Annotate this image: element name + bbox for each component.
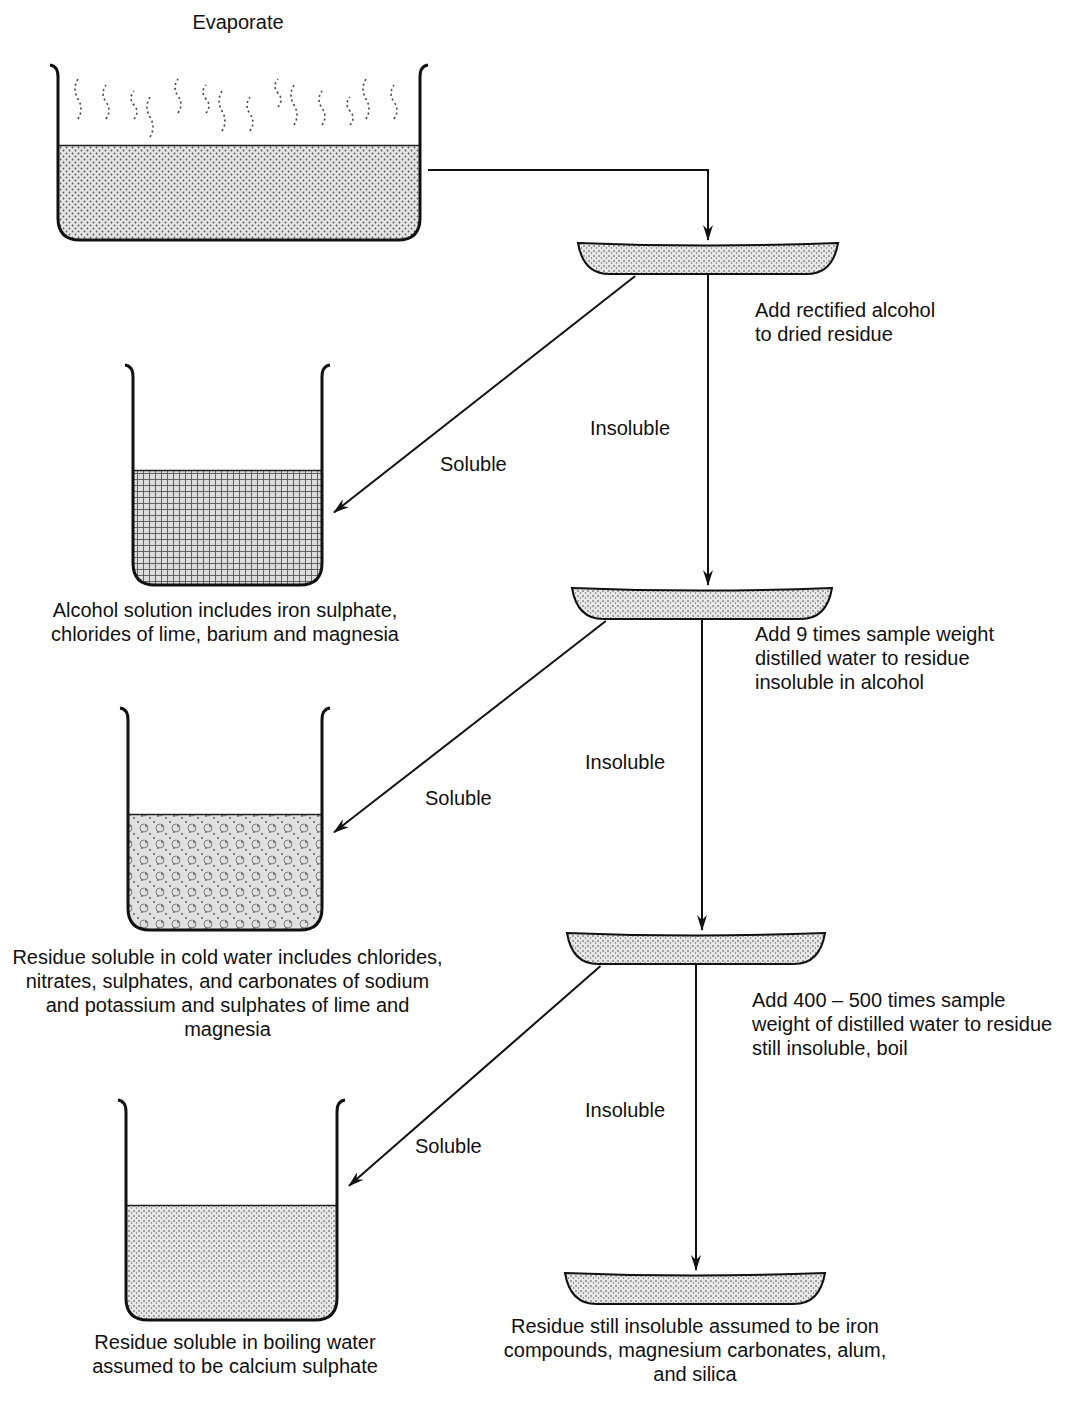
dish-outline bbox=[567, 930, 825, 964]
dish-outline bbox=[565, 1270, 825, 1304]
flow-arrow bbox=[428, 170, 708, 240]
vapour-wisp bbox=[203, 85, 209, 113]
vapour-wisp bbox=[319, 91, 325, 125]
liquid-surface bbox=[128, 814, 322, 816]
liquid-surface bbox=[58, 145, 420, 147]
result-caption: Residue soluble in cold water includes c… bbox=[10, 945, 445, 1041]
vapour-wisp bbox=[175, 79, 181, 113]
edge-label: Soluble bbox=[425, 786, 492, 810]
vapour-wisp bbox=[219, 91, 225, 131]
step-instruction: Add rectified alcohol to dried residue bbox=[755, 298, 945, 346]
dish-outline bbox=[572, 585, 832, 619]
vapour-wisp bbox=[275, 79, 281, 107]
dish-body bbox=[572, 588, 832, 619]
flow-arrow bbox=[707, 274, 709, 585]
evaporating-beaker: Evaporate bbox=[50, 65, 428, 240]
solution-beaker: Alcohol solution includes iron sulphate,… bbox=[125, 365, 330, 585]
vapour-wisp bbox=[391, 85, 397, 119]
edge-label: Insoluble bbox=[585, 1098, 665, 1122]
vapour-wisp bbox=[363, 79, 369, 119]
beaker-wall bbox=[118, 1100, 345, 1320]
beaker-outline bbox=[120, 708, 330, 930]
edge-label: Soluble bbox=[440, 452, 507, 476]
liquid-fill bbox=[133, 471, 322, 585]
flow-arrow bbox=[695, 964, 697, 1270]
dish-body bbox=[578, 243, 838, 274]
step-instruction: Residue still insoluble assumed to be ir… bbox=[500, 1314, 890, 1386]
vapour-wisp bbox=[103, 85, 109, 119]
beaker-wall bbox=[50, 65, 428, 240]
liquid-fill bbox=[126, 1206, 337, 1320]
edge-label: Insoluble bbox=[585, 750, 665, 774]
residue-dish: Residue still insoluble assumed to be ir… bbox=[565, 1270, 825, 1304]
liquid-fill bbox=[58, 146, 420, 241]
vapour-wisp bbox=[75, 79, 81, 119]
flow-arrow bbox=[701, 619, 703, 930]
vapour-wisp bbox=[131, 91, 137, 119]
edge-label: Insoluble bbox=[590, 416, 670, 440]
flow-arrow bbox=[334, 276, 635, 512]
dish-outline bbox=[578, 240, 838, 274]
dish-body bbox=[565, 1273, 825, 1304]
step-instruction: Add 400 – 500 times sample weight of dis… bbox=[752, 988, 1057, 1060]
beaker-outline bbox=[50, 65, 428, 240]
residue-dish: Add 9 times sample weight distilled wate… bbox=[572, 585, 832, 619]
vapour-wisp bbox=[291, 85, 297, 125]
beaker-wall bbox=[125, 365, 330, 585]
liquid-surface bbox=[133, 470, 322, 472]
liquid-fill bbox=[128, 815, 322, 930]
result-caption: Alcohol solution includes iron sulphate,… bbox=[40, 598, 410, 646]
result-caption: Residue soluble in boiling water assumed… bbox=[55, 1330, 415, 1378]
residue-dish: Add 400 – 500 times sample weight of dis… bbox=[567, 930, 825, 964]
beaker-outline bbox=[118, 1100, 345, 1320]
step-instruction: Add 9 times sample weight distilled wate… bbox=[755, 622, 1050, 694]
dish-body bbox=[567, 933, 825, 964]
step-heading: Evaporate bbox=[88, 10, 388, 34]
flow-arrow bbox=[334, 621, 606, 832]
residue-dish: Add rectified alcohol to dried residue bbox=[578, 240, 838, 274]
beaker-wall bbox=[120, 708, 330, 930]
edge-label: Soluble bbox=[415, 1134, 482, 1158]
vapour-wisp bbox=[147, 97, 153, 137]
beaker-outline bbox=[125, 365, 330, 585]
solution-beaker: Residue soluble in cold water includes c… bbox=[120, 708, 330, 930]
solution-beaker: Residue soluble in boiling water assumed… bbox=[118, 1100, 345, 1320]
vapour-wisp bbox=[247, 97, 253, 131]
vapour-wisp bbox=[347, 97, 353, 125]
vapour bbox=[75, 79, 397, 137]
liquid-surface bbox=[126, 1205, 337, 1207]
